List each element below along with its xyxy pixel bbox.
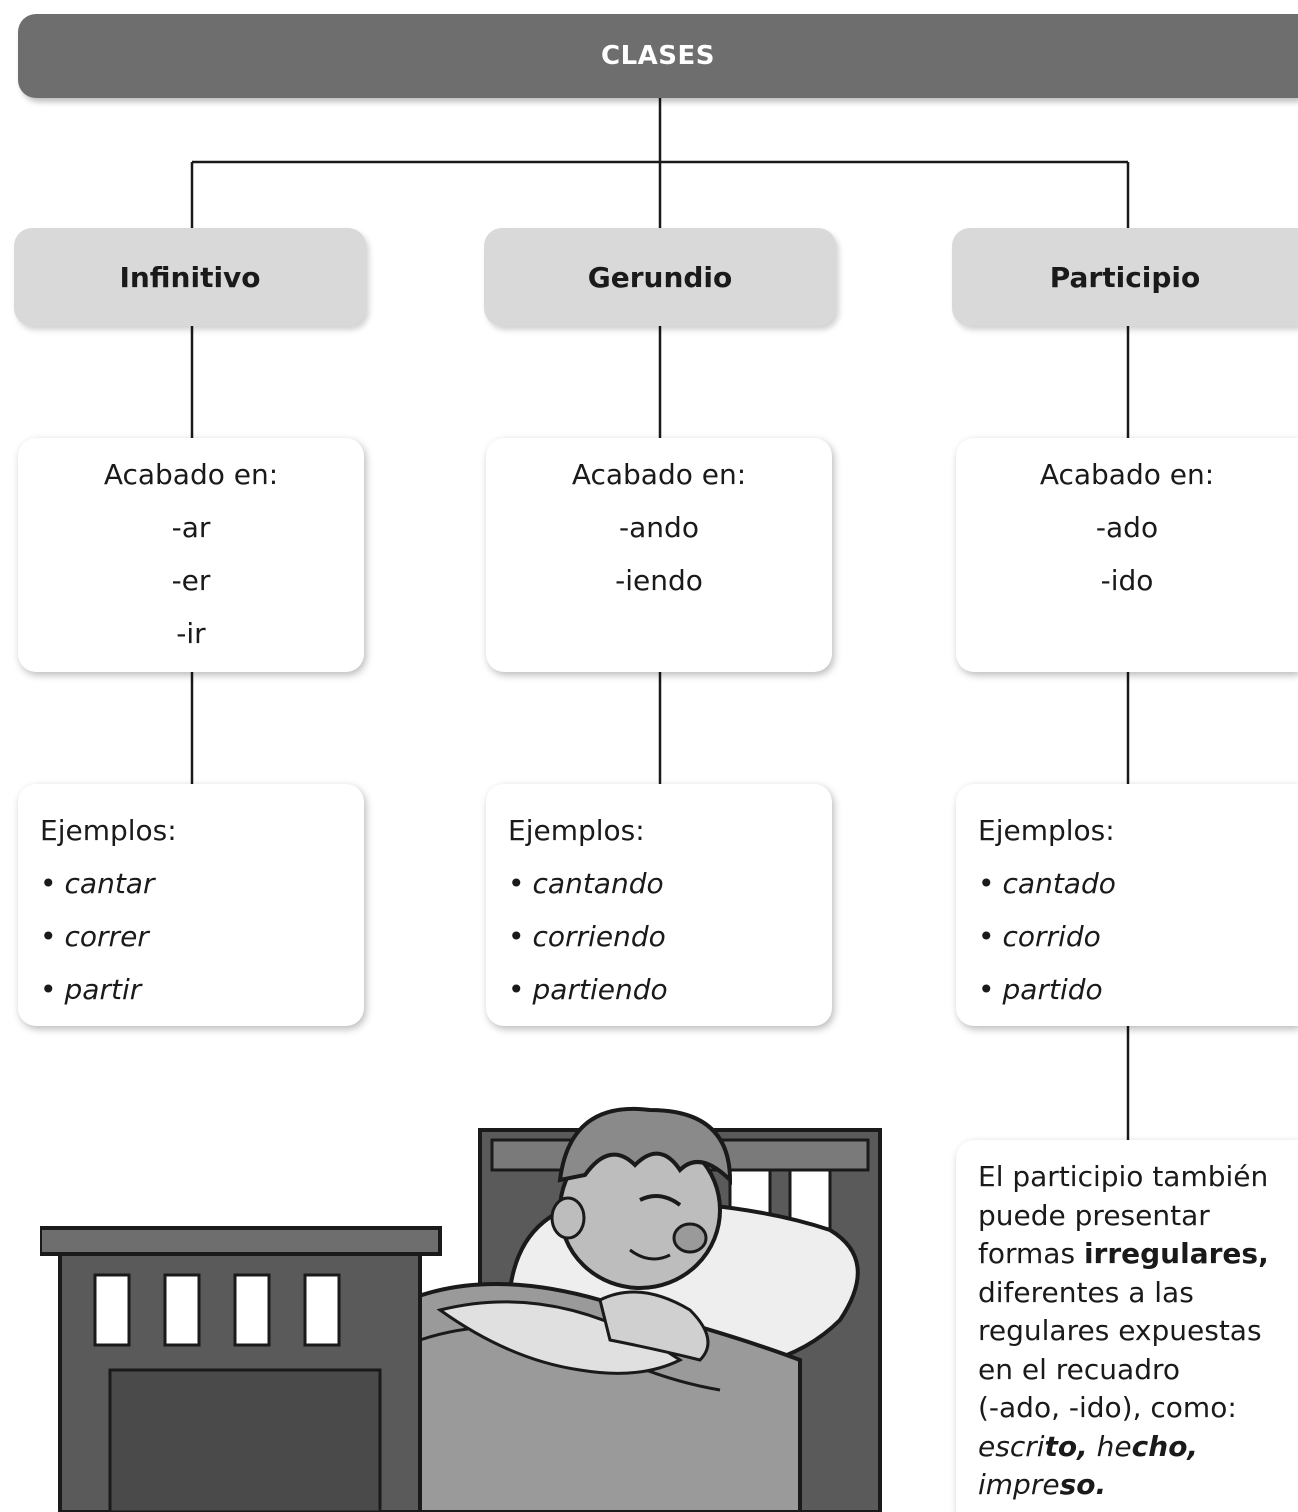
ending-item: -ido — [1100, 564, 1154, 597]
endings-label: Acabado en: — [571, 458, 747, 491]
sleeping-child-illustration — [40, 1106, 882, 1512]
examples-card-gerundio: Ejemplos: •cantando •corriendo •partiend… — [486, 784, 832, 1026]
note-line: (-ado, -ido), como: — [978, 1391, 1237, 1424]
note-line: regulares expuestas — [978, 1314, 1262, 1347]
class-label: Infinitivo — [119, 260, 261, 294]
example-item: •partir — [40, 973, 142, 1006]
note-line: en el recuadro — [978, 1352, 1181, 1386]
example-item: •cantado — [978, 867, 1116, 900]
note-irregulares: irregulares, — [1083, 1237, 1269, 1270]
example-item: •cantando — [508, 867, 664, 900]
class-box-participio: Participio — [952, 228, 1298, 326]
example-item: •cantar — [40, 867, 155, 900]
class-box-gerundio: Gerundio — [484, 228, 836, 326]
example-item: •corriendo — [508, 920, 666, 953]
class-box-infinitivo: Infinitivo — [14, 228, 366, 326]
ending-item: -iendo — [615, 564, 703, 597]
examples-label: Ejemplos: — [508, 814, 645, 847]
class-label: Gerundio — [587, 260, 733, 294]
note-examples: escrito, hecho, — [978, 1429, 1199, 1463]
endings-card-participio: Acabado en: -ado -ido — [956, 438, 1298, 672]
ending-item: -ar — [171, 511, 211, 544]
example-item: •corrido — [978, 920, 1101, 953]
class-label: Participio — [1049, 260, 1201, 294]
example-item: •correr — [40, 920, 149, 953]
examples-label: Ejemplos: — [978, 814, 1115, 847]
endings-label: Acabado en: — [103, 458, 279, 491]
example-item: •partiendo — [508, 973, 668, 1006]
note-line: diferentes a las — [978, 1275, 1194, 1309]
ending-item: -ando — [619, 511, 699, 544]
header-title: CLASES — [601, 41, 715, 71]
note-line-forms: formas irregulares, — [978, 1237, 1269, 1270]
ending-item: -ado — [1095, 511, 1159, 544]
examples-label: Ejemplos: — [40, 814, 177, 847]
ending-item: -ir — [176, 617, 206, 650]
example-item: •partido — [978, 973, 1103, 1006]
examples-card-participio: Ejemplos: •cantado •corrido •partido — [956, 784, 1298, 1026]
endings-card-infinitivo: Acabado en: -ar -er -ir — [18, 438, 364, 672]
note-line: puede presentar — [978, 1198, 1210, 1232]
endings-label: Acabado en: — [1039, 458, 1215, 491]
endings-card-gerundio: Acabado en: -ando -iendo — [486, 438, 832, 672]
participio-irregular-note: El participio también puede presentar fo… — [956, 1140, 1298, 1512]
note-examples-last: impreso. — [978, 1468, 1107, 1501]
note-line: El participio también — [978, 1160, 1269, 1193]
ending-item: -er — [171, 564, 211, 597]
header-clases: CLASES — [18, 14, 1298, 98]
examples-card-infinitivo: Ejemplos: •cantar •correr •partir — [18, 784, 364, 1026]
